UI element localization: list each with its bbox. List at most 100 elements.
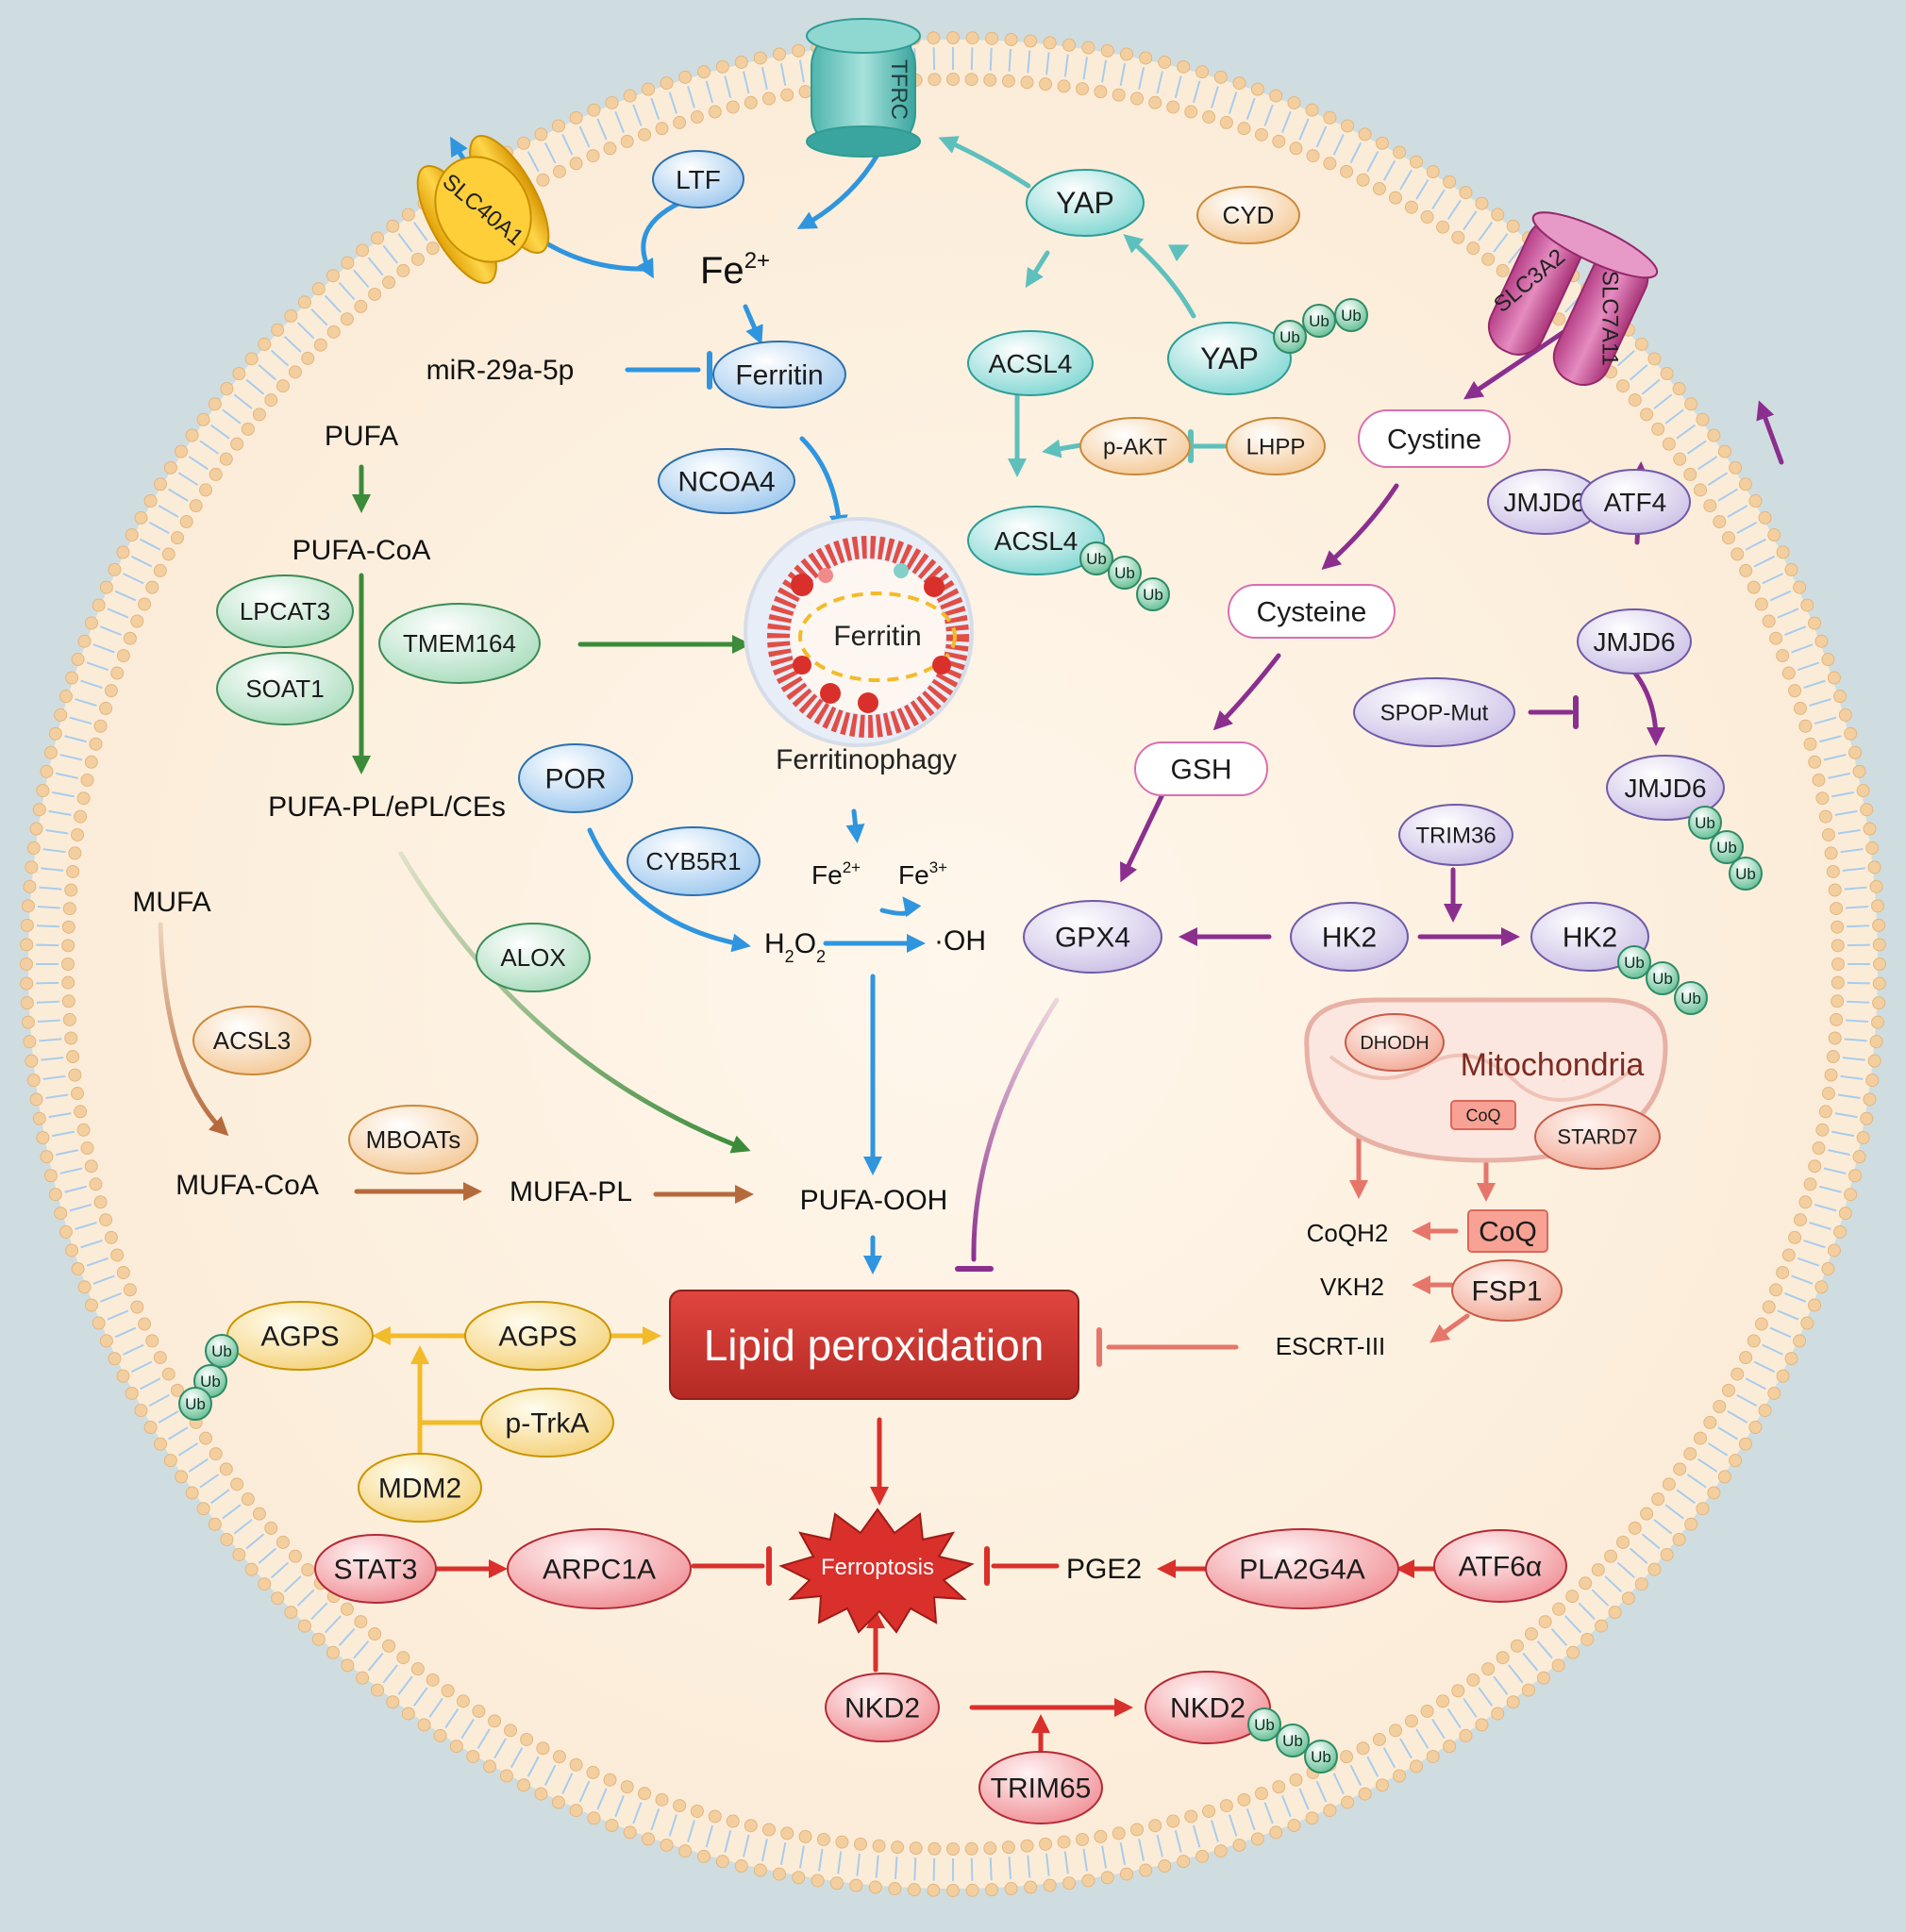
membrane-head bbox=[410, 252, 425, 266]
membrane-head bbox=[382, 1639, 396, 1653]
membrane-head bbox=[1004, 1882, 1018, 1896]
tfrc-label: TFRC bbox=[886, 59, 911, 120]
membrane-tail bbox=[1831, 791, 1854, 798]
node-ferritin: Ferritin bbox=[712, 341, 846, 408]
membrane-tail bbox=[614, 110, 625, 133]
membrane-head bbox=[74, 809, 88, 824]
node-shape bbox=[507, 1528, 692, 1609]
ubiquitin-label: Ub bbox=[1086, 550, 1107, 568]
membrane-tail bbox=[1349, 1764, 1363, 1787]
membrane-head bbox=[1356, 1741, 1370, 1756]
membrane-tail bbox=[48, 809, 72, 816]
membrane-tail bbox=[114, 1326, 137, 1339]
membrane-head bbox=[1747, 580, 1761, 594]
membrane-tail bbox=[1641, 378, 1661, 395]
membrane-head bbox=[326, 1645, 340, 1659]
membrane-head bbox=[811, 1874, 825, 1888]
membrane-head bbox=[985, 1883, 999, 1897]
membrane-tail bbox=[1045, 1853, 1050, 1876]
membrane-tail bbox=[59, 754, 83, 761]
node-stard7: STARD7 bbox=[1534, 1104, 1661, 1170]
membrane-head bbox=[276, 1535, 290, 1549]
membrane-head bbox=[64, 883, 78, 897]
membrane-head bbox=[1683, 467, 1697, 481]
node-shape bbox=[627, 826, 761, 896]
membrane-head bbox=[271, 323, 285, 337]
coq-label: CoQ bbox=[1465, 1106, 1500, 1124]
node-label: p-AKT bbox=[1103, 434, 1167, 459]
membrane-head bbox=[1830, 902, 1844, 916]
node-shape bbox=[1345, 1013, 1445, 1072]
membrane-tail bbox=[1686, 1474, 1707, 1489]
membrane-tail bbox=[1246, 1807, 1256, 1831]
node-cyb5r1: CYB5R1 bbox=[627, 826, 761, 896]
membrane-head bbox=[927, 31, 941, 45]
membrane-head bbox=[1130, 92, 1145, 106]
membrane-head bbox=[1818, 1105, 1832, 1119]
membrane-head bbox=[753, 1863, 767, 1877]
membrane-tail bbox=[1063, 1851, 1069, 1874]
membrane-head bbox=[264, 393, 278, 408]
membrane-tail bbox=[1211, 1820, 1219, 1842]
membrane-tail bbox=[1736, 1393, 1758, 1407]
membrane-head bbox=[536, 1741, 550, 1756]
membrane-head bbox=[161, 1367, 176, 1381]
membrane-head bbox=[780, 1826, 794, 1840]
membrane-head bbox=[569, 1757, 583, 1772]
node-shape bbox=[216, 575, 354, 648]
membrane-tail bbox=[1591, 1589, 1610, 1607]
membrane-head bbox=[1703, 499, 1717, 513]
membrane-tail bbox=[1707, 472, 1729, 486]
membrane-tail bbox=[1119, 1842, 1127, 1865]
membrane-tail bbox=[52, 791, 75, 798]
membrane-head bbox=[1510, 1639, 1524, 1653]
membrane-head bbox=[84, 1298, 98, 1312]
membrane-head bbox=[84, 755, 98, 769]
membrane-head bbox=[1475, 1718, 1489, 1732]
membrane-tail bbox=[99, 625, 122, 636]
membrane-head bbox=[946, 31, 960, 44]
membrane-head bbox=[715, 59, 729, 74]
membrane-heads bbox=[20, 31, 1886, 1897]
node-label: CYB5R1 bbox=[645, 847, 741, 875]
membrane-head bbox=[138, 597, 152, 611]
membrane-head bbox=[1100, 43, 1114, 58]
node-gpx4: GPX4 bbox=[1023, 900, 1162, 974]
membrane-head bbox=[143, 1421, 158, 1434]
membrane-tail bbox=[1834, 809, 1858, 816]
membrane-tail bbox=[1814, 1203, 1837, 1212]
membrane-head bbox=[1410, 155, 1423, 169]
membrane-head bbox=[1769, 1283, 1783, 1297]
membrane-head bbox=[868, 1880, 882, 1894]
membrane-head bbox=[1824, 1068, 1838, 1082]
membrane-tail bbox=[1762, 1343, 1783, 1356]
membrane-head bbox=[1830, 1012, 1844, 1026]
membrane-head bbox=[1184, 105, 1198, 119]
membrane-tail bbox=[1493, 233, 1509, 253]
membrane-head bbox=[1158, 1859, 1172, 1874]
membrane-tail bbox=[1837, 1093, 1861, 1099]
membrane-tail bbox=[1846, 905, 1869, 909]
membrane-tail bbox=[1717, 488, 1738, 502]
membrane-head bbox=[761, 1823, 776, 1837]
membrane-head bbox=[1867, 1054, 1881, 1068]
membrane-tail bbox=[42, 1074, 66, 1080]
membrane-tail bbox=[1578, 1602, 1596, 1621]
node-tmem164: TMEM164 bbox=[378, 603, 541, 684]
ferroptosis-burst: Ferroptosis bbox=[778, 1507, 975, 1634]
membrane-tail bbox=[188, 456, 209, 471]
membrane-tail bbox=[39, 886, 62, 891]
membrane-head bbox=[708, 1809, 722, 1824]
ubiquitin-label: Ub bbox=[1143, 586, 1163, 604]
membrane-tail bbox=[48, 1112, 72, 1119]
membrane-tail bbox=[310, 1602, 328, 1621]
node-label: DHODH bbox=[1360, 1033, 1429, 1054]
membrane-head bbox=[61, 975, 75, 990]
membrane-tail bbox=[1840, 848, 1864, 854]
membrane-head bbox=[62, 1012, 76, 1026]
membrane-head bbox=[1707, 428, 1721, 442]
ubiquitin-ball bbox=[1136, 577, 1170, 611]
node-cyd: CYD bbox=[1196, 186, 1300, 244]
node-label: ACSL3 bbox=[213, 1026, 291, 1055]
membrane-head bbox=[678, 1844, 693, 1858]
